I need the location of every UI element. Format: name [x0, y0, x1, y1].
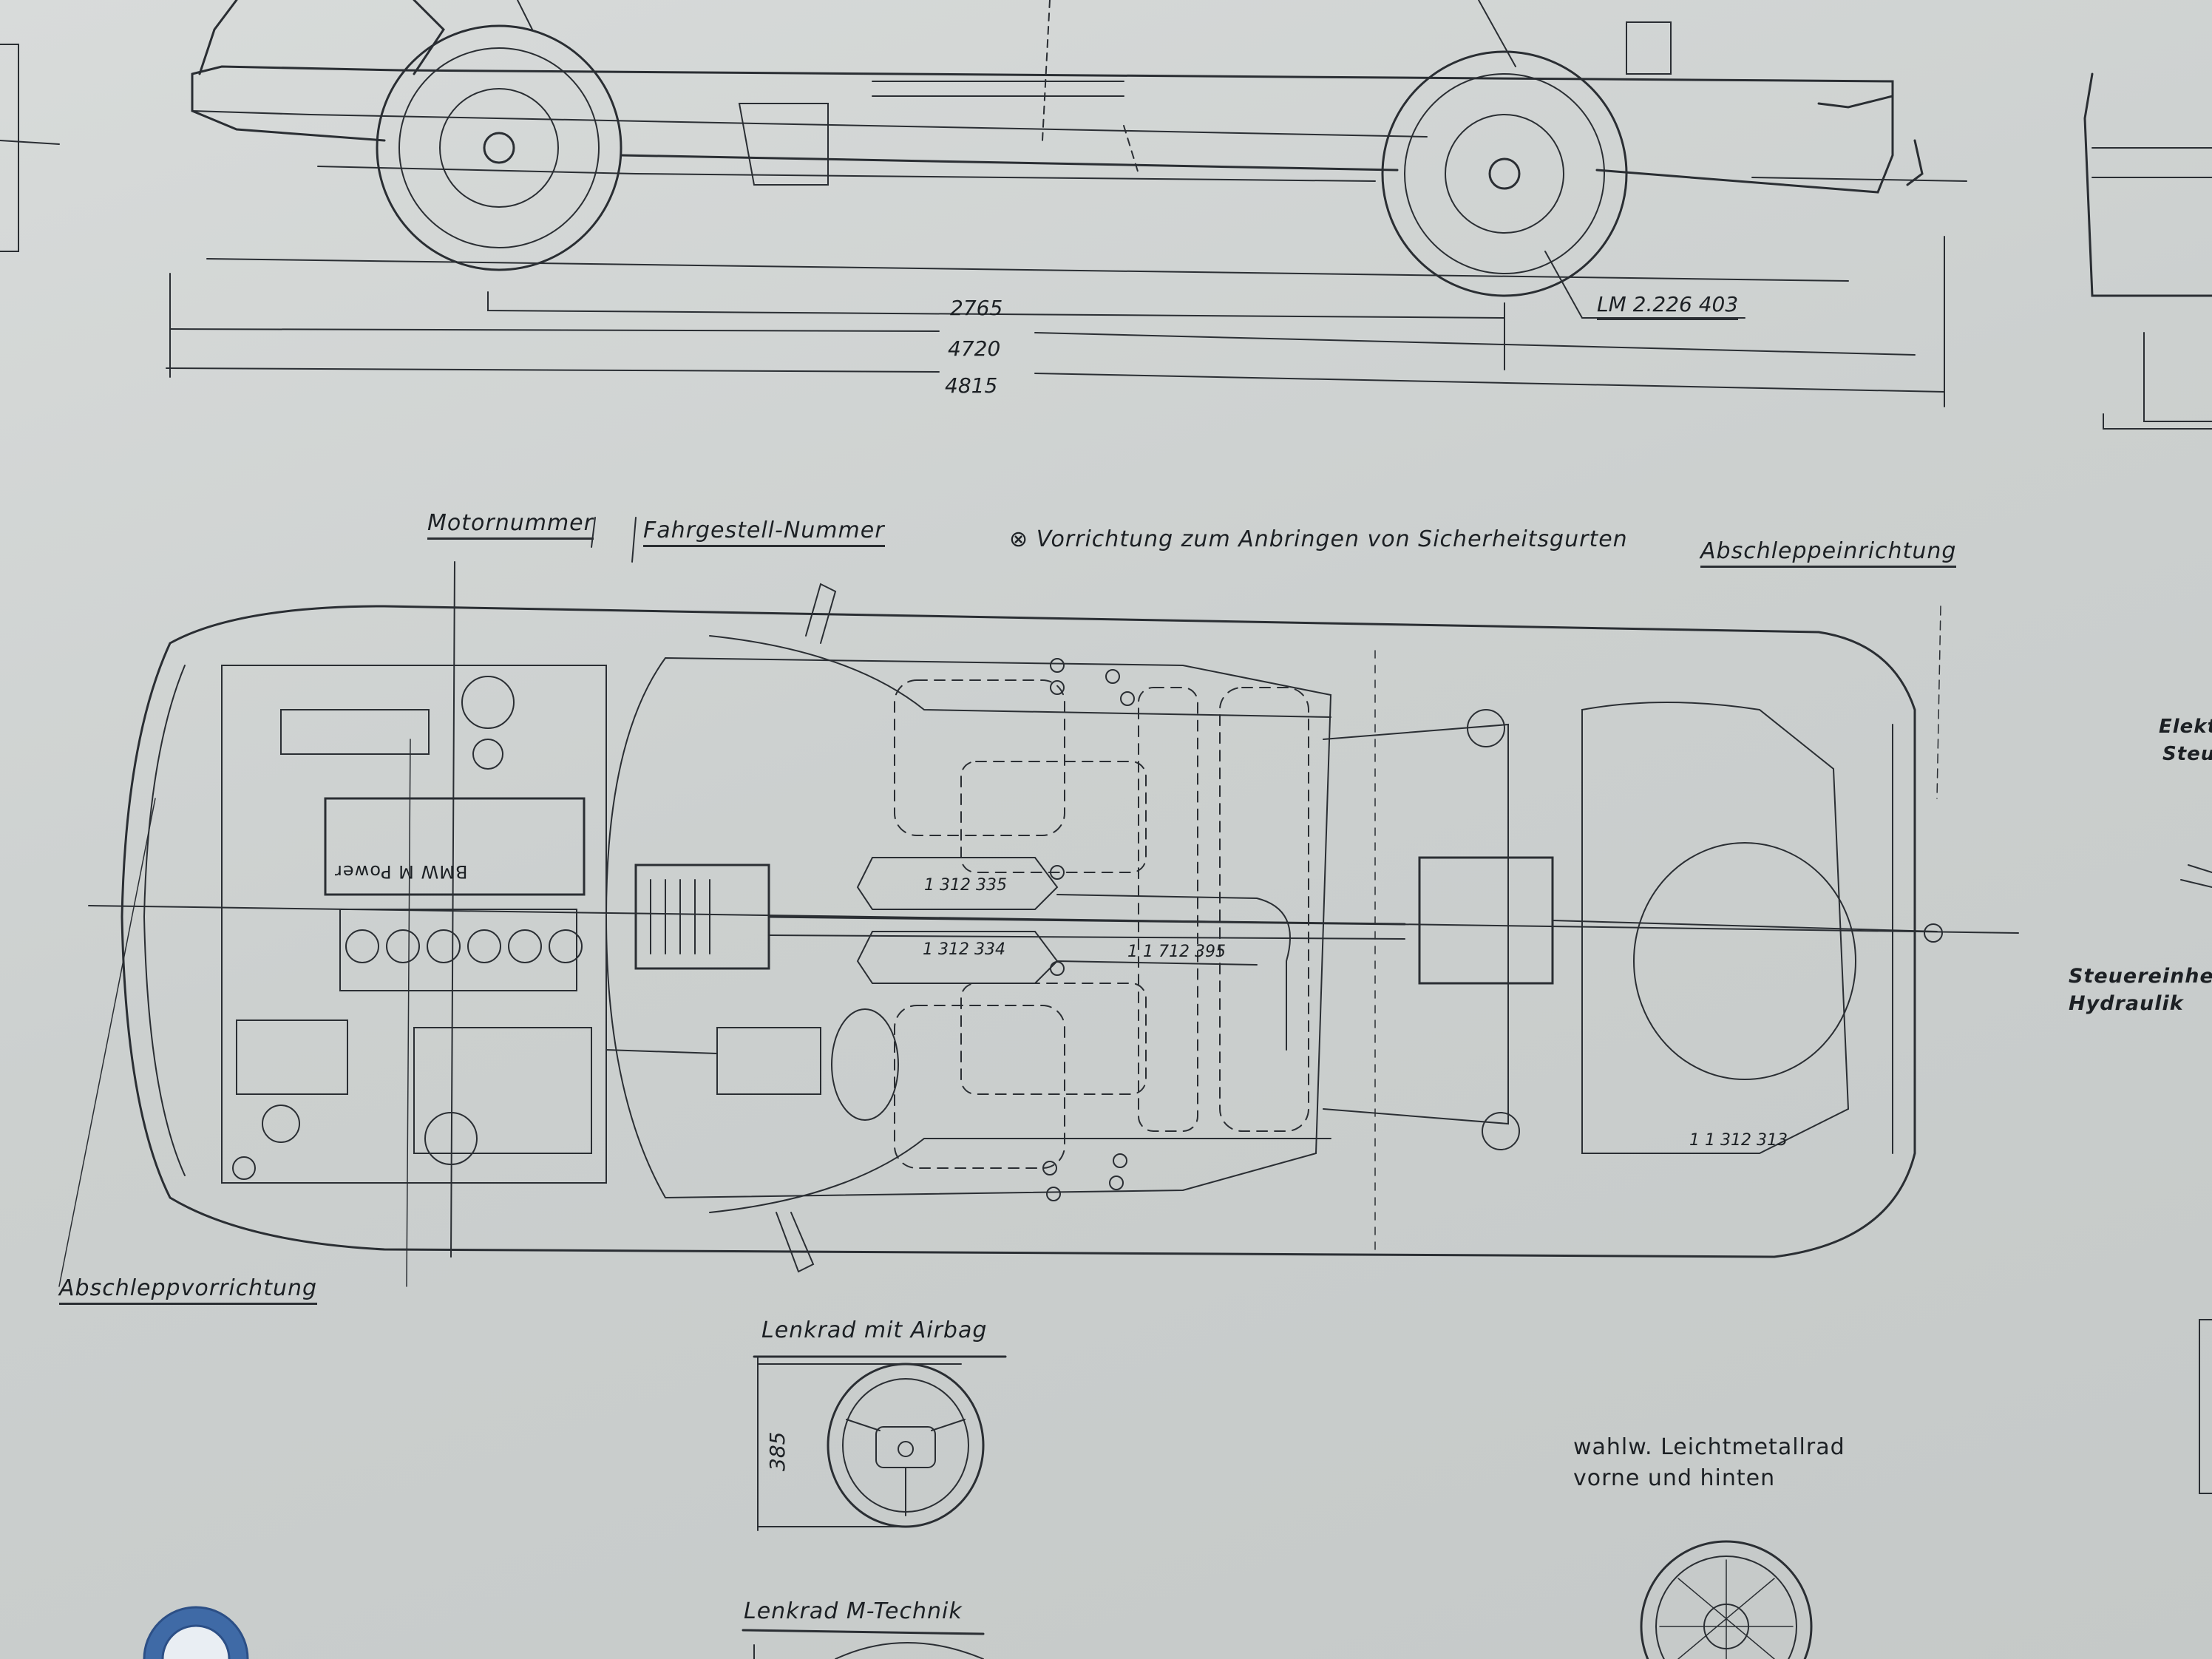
dim-wheel-spec: LM 2.226 403	[1597, 292, 1739, 320]
label-steuereinheit: Steuereinheit	[2069, 965, 2212, 988]
dim-length-b: 4815	[945, 373, 998, 398]
dim-length-a: 4720	[948, 336, 1001, 361]
bmw-badge	[143, 1606, 249, 1659]
label-lenkrad-mtechnik: Lenkrad M-Technik	[744, 1598, 963, 1624]
label-lenkrad-airbag: Lenkrad mit Airbag	[761, 1317, 988, 1343]
label-fahrgestell-nummer: Fahrgestell-Nummer	[643, 518, 885, 547]
belt-anchors	[1042, 658, 1135, 1201]
belt-anchor-legend: ⊗ Vorrichtung zum Anbringen von Sicherhe…	[1009, 526, 1628, 552]
seats	[894, 679, 1309, 1169]
label-leichtmetallrad-2: vorne und hinten	[1573, 1465, 1776, 1491]
label-elekt: Elekt	[2159, 716, 2212, 738]
steering-wheel-airbag-drawing	[753, 1355, 1007, 1531]
engine-cover-label: BMW M Power	[334, 861, 468, 882]
label-steu: Steu	[2162, 743, 2212, 765]
dim-wheelbase: 2765	[950, 296, 1003, 320]
label-abschleppvorrichtung: Abschleppvorrichtung	[59, 1275, 318, 1305]
label-abschleppeinrichtung: Abschleppeinrichtung	[1700, 538, 1957, 568]
side-front-wheel	[376, 24, 622, 271]
spare-wheel	[1633, 842, 1856, 1080]
label-motornummer: Motornummer	[427, 510, 594, 540]
part-mid-pipe: 1 1 712 395	[1127, 943, 1226, 961]
steering-wheel-mtechnik-drawing	[742, 1629, 985, 1659]
label-leichtmetallrad-1: wahlw. Leichtmetallrad	[1573, 1434, 1845, 1460]
part-rear-muffler: 1 1 312 313	[1689, 1131, 1788, 1150]
differential	[1418, 856, 1554, 985]
part-cat-upper: 1 312 335	[924, 876, 1007, 895]
side-view	[0, 0, 2212, 430]
part-cat-lower: 1 312 334	[923, 940, 1005, 959]
label-hydraulik: Hydraulik	[2069, 992, 2184, 1015]
gearbox	[634, 864, 770, 970]
belt-anchor-symbol: ⊗	[1009, 526, 1029, 552]
engine-bay	[221, 665, 607, 1184]
top-view-car	[58, 517, 2212, 1494]
catalyst-upper	[856, 857, 1059, 910]
side-rear-wheel	[1381, 50, 1628, 297]
dim-steering-wheel: 385	[765, 1431, 790, 1471]
alloy-wheel-drawing	[1640, 1540, 1813, 1659]
label-sicherheitsgurte: Vorrichtung zum Anbringen von Sicherheit…	[1036, 526, 1628, 552]
